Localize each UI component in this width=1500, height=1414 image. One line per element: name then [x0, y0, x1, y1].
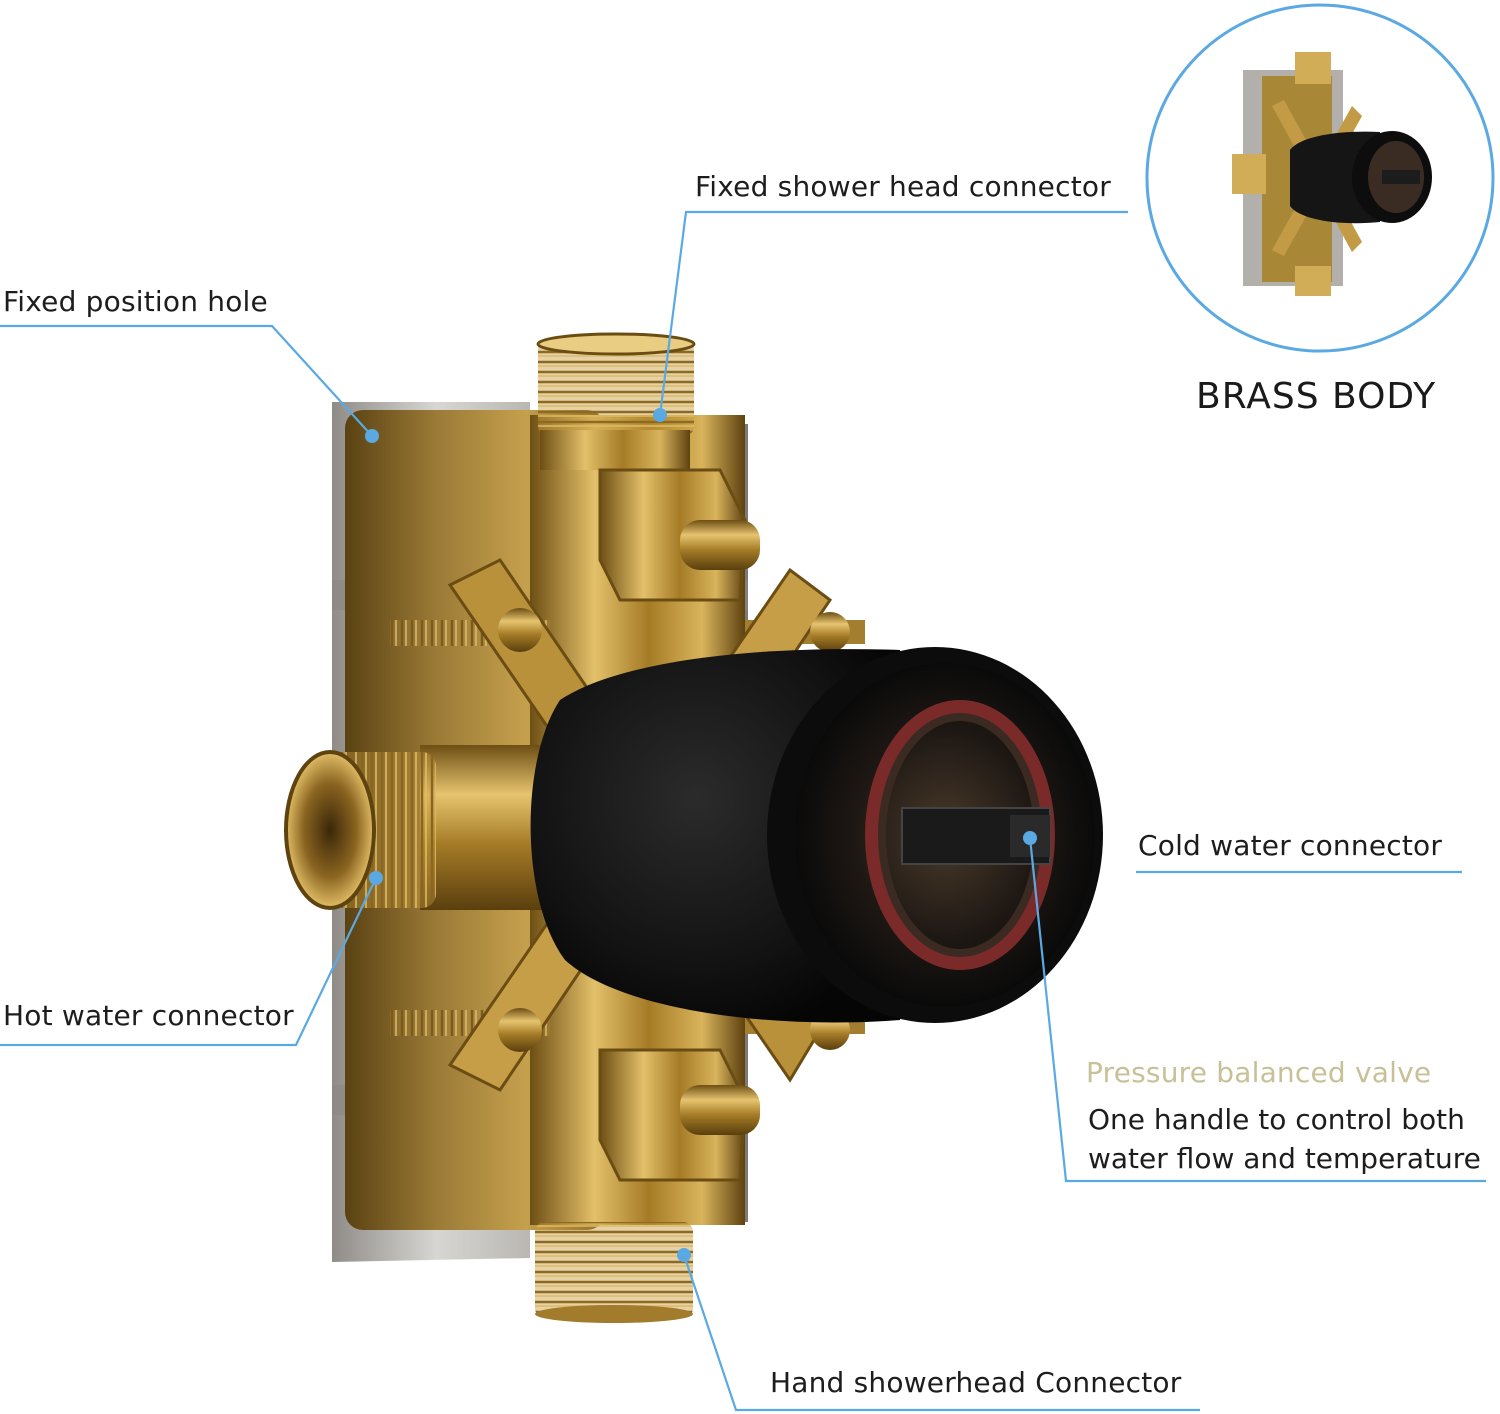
callout-line-hand-showerhead [682, 1254, 1200, 1412]
callout-dots [365, 408, 1037, 1262]
callout-line-hot-water [0, 877, 377, 1047]
callout-line-fixed-shower-head [658, 210, 1128, 416]
inset-title: BRASS BODY [1196, 376, 1437, 417]
valve-note-body: One handle to control both water flow an… [1088, 1100, 1481, 1178]
valve-note-heading: Pressure balanced valve [1086, 1056, 1432, 1089]
valve-note-line-1: One handle to control both [1088, 1103, 1465, 1136]
hot-water-connector [284, 745, 560, 910]
label-cold-water-connector: Cold water connector [1138, 829, 1443, 862]
label-hot-water-connector: Hot water connector [3, 999, 294, 1032]
brass-body-inset [1145, 3, 1495, 353]
valve-note-line-2: water flow and temperature [1088, 1142, 1481, 1175]
inset-valve-thumbnail [1232, 52, 1432, 296]
callout-line-valve [1028, 837, 1486, 1183]
top-nut [598, 468, 760, 602]
callout-lines [0, 210, 1486, 1412]
label-fixed-shower-head-connector: Fixed shower head connector [695, 170, 1111, 203]
label-fixed-position-hole: Fixed position hole [3, 285, 268, 318]
hand-showerhead-connector [535, 1222, 693, 1323]
fixed-shower-head-connector [536, 332, 696, 470]
label-hand-showerhead-connector: Hand showerhead Connector [770, 1366, 1182, 1399]
bottom-nut [598, 1048, 760, 1182]
callout-line-fixed-position-hole [0, 324, 373, 437]
